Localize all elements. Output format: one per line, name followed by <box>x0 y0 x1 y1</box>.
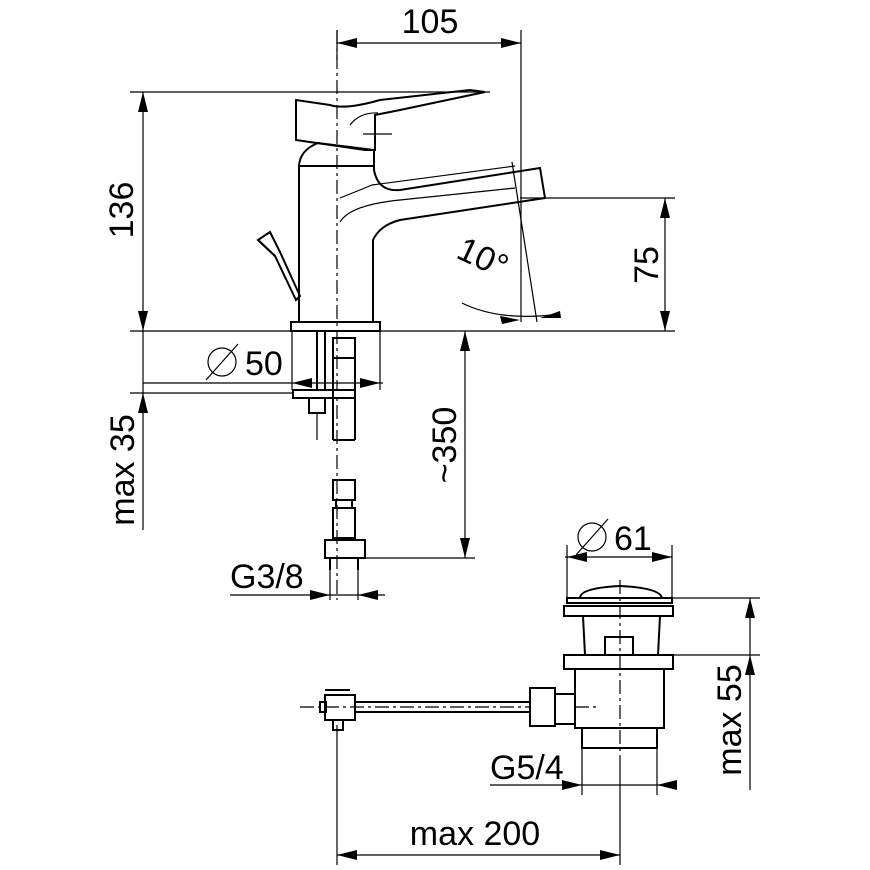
faucet-body <box>256 88 547 332</box>
dim-base-diameter: 50 <box>205 343 283 383</box>
dim-total-height: 136 <box>103 182 141 239</box>
dim-waste-diameter: 61 <box>575 518 652 558</box>
hose-connector <box>324 479 366 570</box>
dim-rod-max-length: max 200 <box>410 815 540 853</box>
svg-text:61: 61 <box>614 520 652 558</box>
svg-text:50: 50 <box>245 345 283 383</box>
dim-waste-thread: G5/4 <box>490 749 564 787</box>
dim-max-deck-thickness: max 35 <box>104 414 142 526</box>
dim-waste-max-depth: max 55 <box>711 664 749 776</box>
dim-spout-angle: 10° <box>451 230 514 286</box>
waste-valve <box>319 584 674 749</box>
dim-hose-thread: G3/8 <box>230 558 304 596</box>
extension-lines <box>130 30 760 865</box>
dim-spout-height: 75 <box>628 246 666 284</box>
diameter-symbol-icon <box>577 522 607 552</box>
diameter-symbol-icon <box>207 347 237 377</box>
dimension-lines <box>138 38 755 860</box>
faucet-mounting <box>292 331 356 441</box>
dim-hose-length: ~350 <box>426 407 464 484</box>
dim-spout-reach: 105 <box>402 3 459 41</box>
